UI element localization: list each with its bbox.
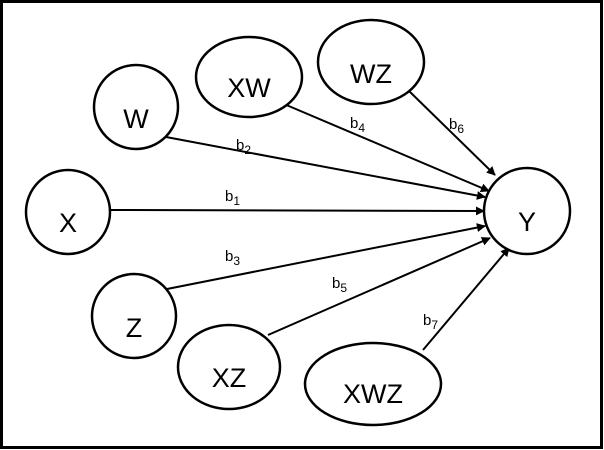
edge-x-y (110, 206, 485, 216)
node-xz-label: XZ (212, 363, 247, 393)
edge-w-y (165, 136, 486, 200)
edge-label-x-y: b1 (225, 188, 240, 208)
node-y-label: Y (518, 207, 536, 237)
node-wz-label: WZ (350, 59, 392, 89)
node-x-label: X (59, 208, 77, 238)
edge-z-y (166, 223, 486, 290)
node-w-label: W (123, 104, 149, 134)
node-y: Y (482, 166, 572, 256)
edge-xz-y (267, 237, 491, 336)
edge-label-xw-y: b4 (350, 115, 365, 135)
node-xwz-label: XWZ (343, 379, 403, 409)
edge-label-xz-y: b5 (332, 275, 347, 295)
edge-label-z-y: b3 (225, 248, 240, 268)
node-z-label: Z (126, 313, 143, 343)
node-z: Z (90, 272, 178, 360)
node-xwz: XWZ (303, 341, 443, 427)
edge-labels: b1 b2 b3 b4 b5 b6 b7 (225, 115, 464, 332)
node-x: X (24, 168, 112, 256)
edge-xwz-y (422, 247, 510, 351)
edges (110, 90, 510, 351)
edge-label-xwz-y: b7 (423, 312, 438, 332)
edge-wz-y (408, 90, 496, 176)
node-xz: XZ (176, 323, 282, 411)
node-w: W (92, 63, 180, 151)
edge-xw-y (283, 103, 490, 192)
edge-label-w-y: b2 (236, 137, 251, 157)
node-wz: WZ (316, 18, 426, 106)
edge-label-wz-y: b6 (449, 116, 464, 136)
node-xw: XW (194, 35, 304, 119)
node-xw-label: XW (227, 73, 271, 103)
